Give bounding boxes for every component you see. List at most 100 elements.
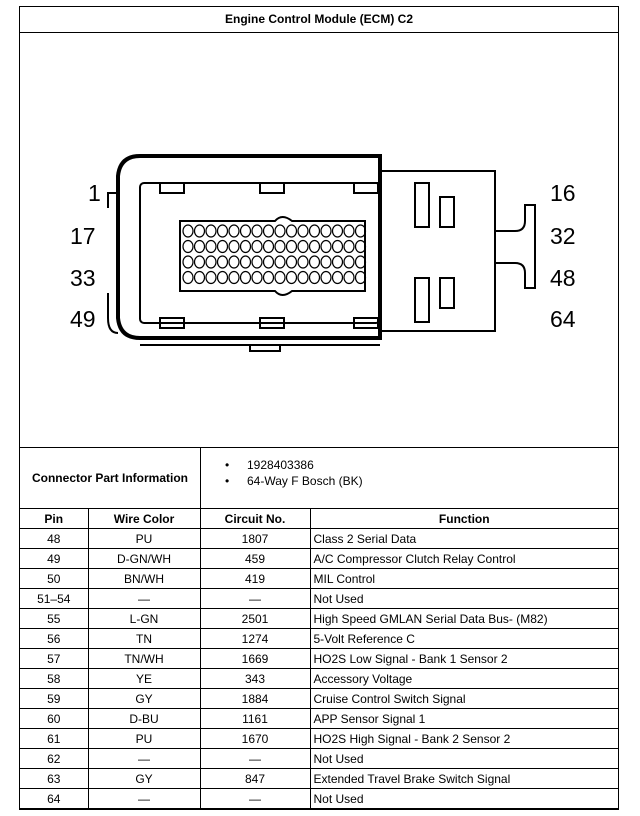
cell-function: HO2S Low Signal - Bank 1 Sensor 2 [309,648,618,669]
cell-pin: 49 [20,548,89,569]
pin-cavity [205,255,217,269]
header-wire-color: Wire Color [87,508,201,529]
pin-cavity [331,239,344,254]
pin-cavity [193,239,206,254]
cell-function: Class 2 Serial Data [309,528,618,549]
pin-label-33: 33 [70,265,96,291]
cell-circuit-no: 2501 [199,608,311,629]
cell-function: A/C Compressor Clutch Relay Control [309,548,618,569]
pin-cavity [354,239,367,254]
pin-cavity [343,224,355,238]
cell-circuit-no: — [199,748,311,769]
pin-cavity [297,239,309,254]
connector-part-information: Connector Part Information 1928403386 64… [20,447,618,509]
pin-cavity [274,239,286,254]
cell-circuit-no: 419 [199,568,311,589]
header-pin: Pin [20,508,89,529]
cell-wire-color: BN/WH [87,568,201,589]
pin-cavity [262,270,275,285]
pin-cavity [285,224,298,238]
pin-cavity [285,270,298,285]
pin-cavity [228,255,240,269]
cell-circuit-no: — [199,788,311,809]
pin-cavity [297,270,309,285]
pin-cavity [343,239,355,254]
table-row: 62——Not Used [20,748,618,769]
cell-wire-color: D-GN/WH [87,548,201,569]
pin-cavity [320,239,332,254]
pin-cavity [216,239,229,254]
cell-function: APP Sensor Signal 1 [309,708,618,729]
pin-cavity [216,224,229,238]
cell-function: High Speed GMLAN Serial Data Bus- (M82) [309,608,618,629]
cell-wire-color: GY [87,768,201,789]
cell-pin: 57 [20,648,89,669]
pin-cavity [228,270,240,285]
document-title: Engine Control Module (ECM) C2 [20,7,618,33]
pin-cavity [331,270,344,285]
cell-circuit-no: 1884 [199,688,311,709]
pin-cavity [262,224,275,238]
header-circuit-no: Circuit No. [199,508,311,529]
pin-cavity [182,270,194,285]
pin-cavity [228,239,240,254]
cell-function: Not Used [309,588,618,609]
cell-pin: 64 [20,788,89,809]
pin-cavity [239,255,252,269]
pin-cavity [251,224,263,238]
connector-info-item: 1928403386 [225,457,363,473]
pin-cavity [308,239,321,254]
pin-cavity [239,239,252,254]
pin-cavity [251,255,263,269]
pin-cavity [205,239,217,254]
pin-label-16: 16 [550,180,576,206]
cell-function: Accessory Voltage [309,668,618,689]
cell-pin: 50 [20,568,89,589]
pin-cavity [354,270,367,285]
pin-cavity [239,224,252,238]
header-function: Function [309,508,618,529]
cell-pin: 51–54 [20,588,89,609]
pin-label-48: 48 [550,265,576,291]
pin-cavity [320,224,332,238]
cell-pin: 56 [20,628,89,649]
pin-label-64: 64 [550,306,576,332]
connector-info-item: 64-Way F Bosch (BK) [225,473,363,489]
connector-info-label: Connector Part Information [20,448,201,508]
pin-cavity [320,255,332,269]
pin-cavity [251,239,263,254]
pin-label-32: 32 [550,223,576,249]
cell-circuit-no: 847 [199,768,311,789]
pin-cavity [308,255,321,269]
pin-cavity [205,270,217,285]
pin-label-49: 49 [70,306,96,332]
cell-pin: 63 [20,768,89,789]
cell-wire-color: PU [87,728,201,749]
pin-cavity [308,270,321,285]
cell-wire-color: YE [87,668,201,689]
cell-wire-color: — [87,788,201,809]
pin-cavity [331,255,344,269]
cell-wire-color: TN/WH [87,648,201,669]
cell-circuit-no: 1274 [199,628,311,649]
pin-cavity [216,270,229,285]
pin-cavity [297,224,309,238]
pin-cavity [205,224,217,238]
pin-cavity [193,270,206,285]
cell-wire-color: D-BU [87,708,201,729]
pin-cavity [182,224,194,238]
pin-cavity [285,239,298,254]
pin-cavity [193,255,206,269]
pin-cavity [354,255,367,269]
pin-cavity [354,224,367,238]
pin-grid [182,224,367,285]
